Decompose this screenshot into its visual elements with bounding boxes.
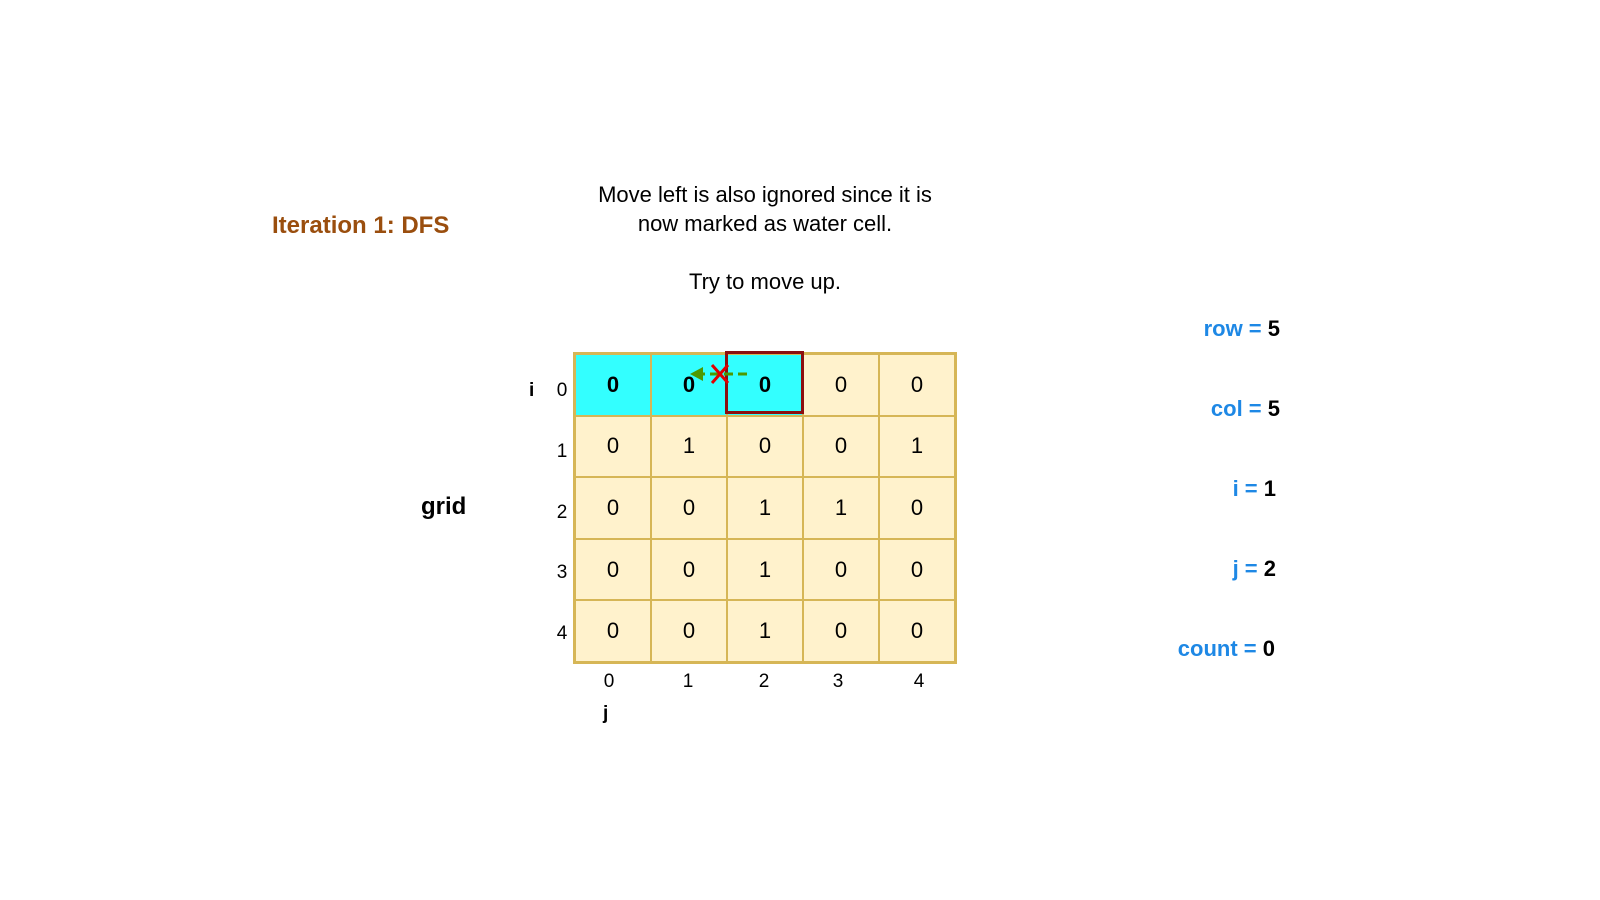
grid-cell: 0 — [651, 600, 727, 662]
var-col-value: 5 — [1267, 396, 1280, 421]
row-index: 4 — [556, 623, 568, 644]
row-axis-name: i — [529, 380, 535, 401]
col-index: 0 — [603, 671, 615, 692]
var-i-label: i = — [1232, 476, 1264, 501]
caption-line: Try to move up. — [688, 269, 841, 294]
grid-cell: 0 — [575, 538, 651, 601]
col-index: 4 — [913, 671, 925, 692]
grid-cell: 0 — [803, 354, 879, 416]
caption-line: Move left is also ignored since it is — [598, 182, 932, 207]
var-count-value: 0 — [1262, 636, 1275, 661]
grid-cell: 0 — [879, 600, 955, 662]
grid-cell: 1 — [727, 538, 803, 601]
grid-cell: 0 — [575, 354, 651, 416]
var-row: row = 5 — [1060, 316, 1280, 342]
var-col-label: col = — [1210, 396, 1268, 421]
grid-cell: 0 — [575, 415, 651, 478]
var-count: count = 0 — [1055, 636, 1275, 662]
row-index: 1 — [556, 441, 568, 462]
col-index: 2 — [758, 671, 770, 692]
grid-cell: 1 — [727, 477, 803, 539]
var-j-value: 2 — [1263, 556, 1276, 581]
grid-cell: 1 — [879, 415, 955, 478]
grid-cell: 0 — [803, 538, 879, 601]
row-index: 0 — [556, 380, 568, 401]
grid-matrix: 0 0 0 0 0 0 1 0 0 1 0 0 1 1 0 0 0 1 0 0 … — [573, 352, 957, 664]
step-caption: Move left is also ignored since it is no… — [540, 180, 990, 296]
grid-cell: 1 — [651, 415, 727, 478]
move-arrow — [690, 364, 752, 384]
col-axis-name: j — [603, 703, 609, 724]
grid-cell: 0 — [879, 354, 955, 416]
var-j: j = 2 — [1056, 556, 1276, 582]
col-index: 1 — [682, 671, 694, 692]
grid-cell: 0 — [803, 415, 879, 478]
caption-line: now marked as water cell. — [637, 211, 893, 236]
grid-cell: 0 — [575, 477, 651, 539]
var-row-value: 5 — [1267, 316, 1280, 341]
grid-label: grid — [421, 493, 467, 520]
grid-cell: 0 — [879, 477, 955, 539]
grid-cell: 0 — [803, 600, 879, 662]
caption-line — [540, 238, 990, 267]
grid-cell: 0 — [727, 354, 803, 416]
var-i: i = 1 — [1056, 476, 1276, 502]
var-j-label: j = — [1232, 556, 1264, 581]
var-count-label: count = — [1177, 636, 1263, 661]
grid-cell: 1 — [727, 600, 803, 662]
row-index: 2 — [556, 502, 568, 523]
col-index: 3 — [832, 671, 844, 692]
left-arrow-icon — [690, 367, 752, 381]
grid-cell: 0 — [727, 415, 803, 478]
grid-cell: 1 — [803, 477, 879, 539]
grid-cell: 0 — [651, 538, 727, 601]
var-col: col = 5 — [1060, 396, 1280, 422]
var-i-value: 1 — [1263, 476, 1276, 501]
grid-cell: 0 — [651, 477, 727, 539]
var-row-label: row = — [1203, 316, 1268, 341]
grid-cell: 0 — [879, 538, 955, 601]
iteration-title: Iteration 1: DFS — [272, 212, 450, 239]
x-mark-icon — [710, 364, 730, 384]
row-index: 3 — [556, 562, 568, 583]
grid-cell: 0 — [575, 600, 651, 662]
